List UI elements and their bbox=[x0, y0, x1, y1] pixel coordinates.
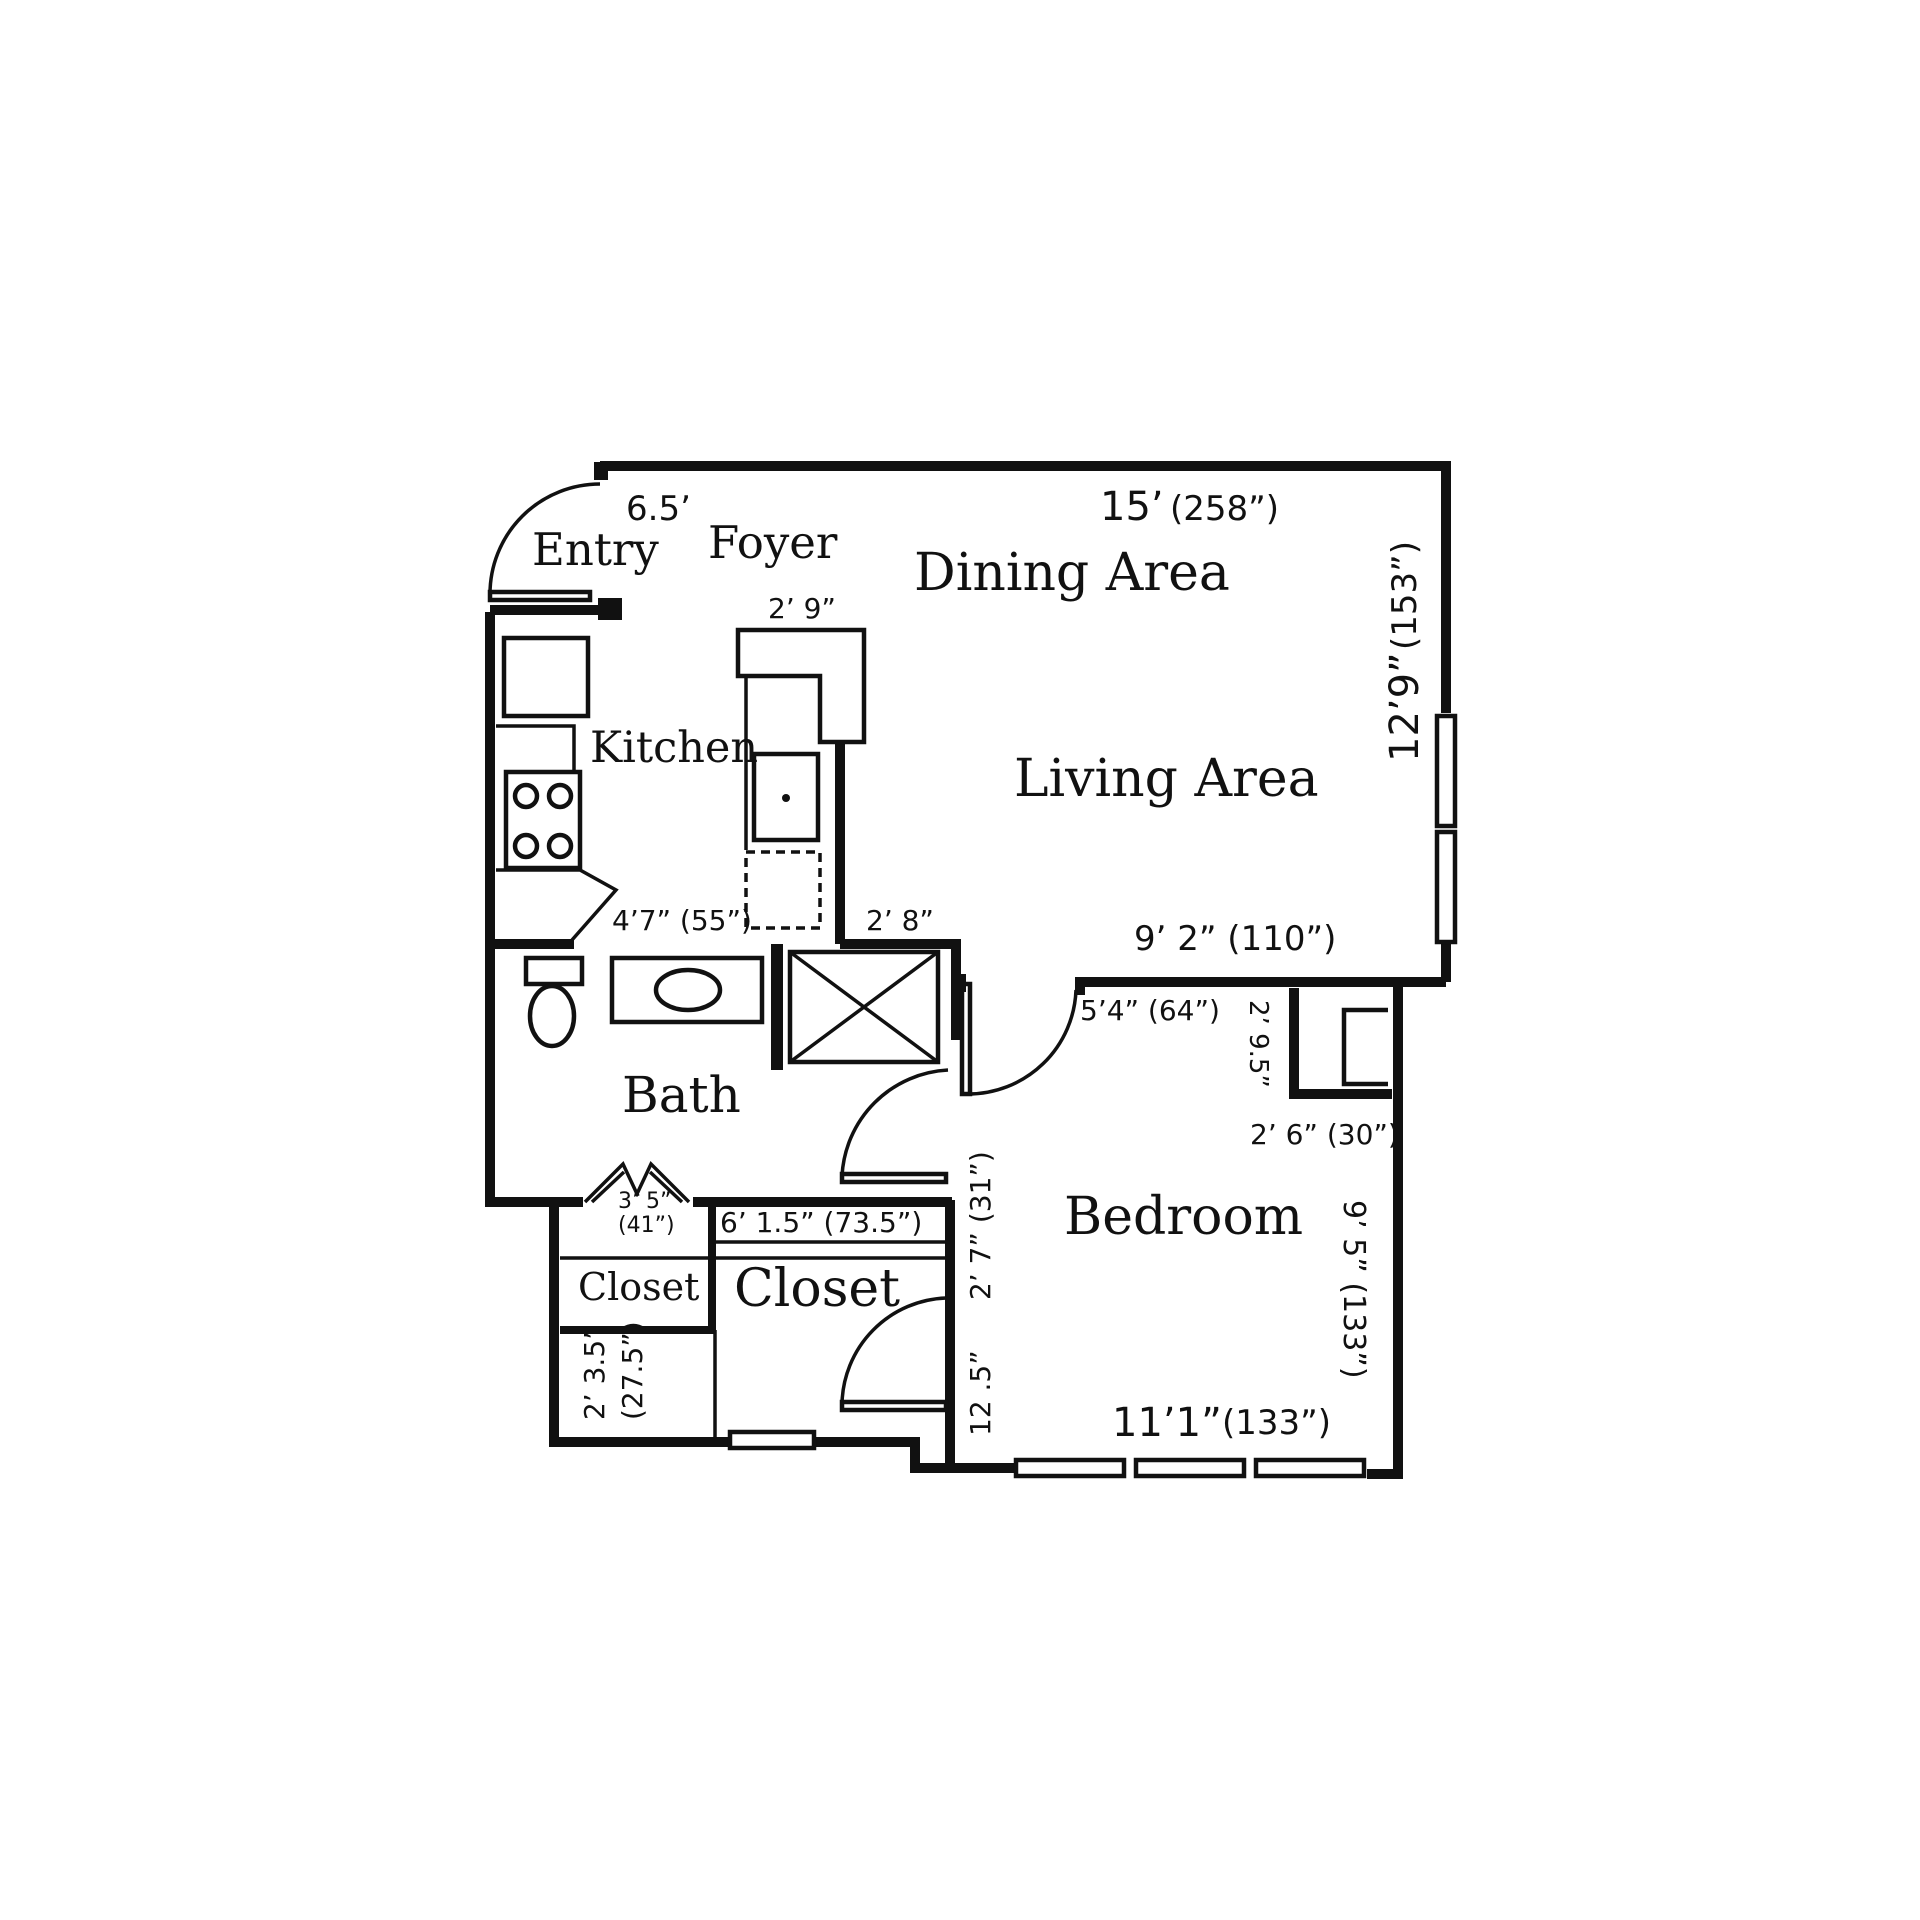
drain-icon bbox=[782, 794, 790, 802]
toilet-bowl bbox=[527, 983, 577, 1049]
kitchen-fixtures bbox=[496, 627, 867, 942]
window-bottom-1 bbox=[1013, 1457, 1127, 1479]
label-closet-small: Closet bbox=[578, 1265, 699, 1309]
counter-left bbox=[496, 724, 576, 770]
dim-storage-a: 2’ 3.5” bbox=[578, 1325, 611, 1420]
bedroom-door-leaf bbox=[959, 981, 973, 1097]
dim-bump-width: 2’ 6” (30”) bbox=[1250, 1118, 1399, 1151]
dim-overall-width-paren: (258”) bbox=[1170, 489, 1279, 529]
dim-bump-depth: 2’ 9.5” bbox=[1243, 1000, 1273, 1088]
small-closet-wall bbox=[560, 1202, 716, 1334]
label-closet-large: Closet bbox=[734, 1259, 900, 1319]
dim-hall-width: 2’ 8” bbox=[866, 904, 934, 937]
label-entry: Entry bbox=[532, 523, 659, 576]
label-living: Living Area bbox=[1014, 749, 1319, 809]
label-dining: Dining Area bbox=[914, 543, 1230, 603]
burner-icon bbox=[546, 782, 574, 810]
burner-icon bbox=[512, 782, 540, 810]
label-bedroom: Bedroom bbox=[1064, 1187, 1303, 1247]
closet-door-swing bbox=[840, 1296, 947, 1405]
vanity-sink bbox=[653, 967, 723, 1013]
entry-top-post bbox=[594, 462, 608, 480]
kitchen-bath-partition-2 bbox=[840, 939, 961, 1040]
dim-closet-depth: 2’ 7” (31”) bbox=[964, 1151, 997, 1300]
dim-living-wall: 9’ 2” (110”) bbox=[1134, 919, 1336, 959]
linen-bifold-right-2 bbox=[648, 1170, 684, 1204]
dim-counter-width: 2’ 9” bbox=[768, 592, 836, 625]
bedroom-alcove bbox=[1289, 988, 1392, 1099]
living-bottom-wall bbox=[1075, 977, 1446, 995]
dim-overall-depth-paren: (153”) bbox=[1385, 541, 1425, 650]
linen-bifold-right bbox=[634, 1160, 691, 1204]
hall-door-leaf bbox=[839, 1171, 949, 1185]
window-bottom-3 bbox=[1253, 1457, 1367, 1479]
dim-overall-width: 15’ bbox=[1100, 484, 1164, 530]
dim-entry-width: 6.5’ bbox=[626, 489, 691, 529]
window-closet bbox=[727, 1429, 817, 1451]
dim-bedroom-depth: 9’ 5” (133”) bbox=[1336, 1200, 1371, 1379]
dim-storage-b: (27.5”) bbox=[616, 1321, 649, 1420]
refrigerator bbox=[501, 635, 591, 719]
window-right-upper bbox=[1434, 713, 1458, 829]
top-wall bbox=[600, 461, 1451, 713]
linen-bifold-left-2 bbox=[590, 1170, 626, 1204]
burner-icon bbox=[512, 832, 540, 860]
burner-icon bbox=[546, 832, 574, 860]
closet-door-leaf bbox=[839, 1399, 949, 1413]
entry-door-leaf bbox=[487, 589, 593, 603]
entry-post bbox=[598, 598, 622, 620]
windows bbox=[727, 713, 1458, 1479]
dim-bedroom-width-paren: (133”) bbox=[1222, 1403, 1331, 1443]
dim-kitchen-width: 4’7” (55”) bbox=[612, 904, 752, 937]
label-bath: Bath bbox=[622, 1066, 741, 1124]
dishwasher bbox=[744, 850, 822, 930]
counter-angle bbox=[496, 868, 619, 942]
doors bbox=[487, 482, 1078, 1413]
dim-closet-width: 6’ 1.5” (73.5”) bbox=[720, 1206, 922, 1239]
dim-closet-jog: 12 .5” bbox=[964, 1350, 997, 1436]
linen-bifold-left bbox=[583, 1160, 640, 1204]
closet-left-wall bbox=[549, 1202, 1014, 1473]
window-right-lower bbox=[1434, 829, 1458, 945]
alcove-wall bbox=[1289, 988, 1392, 1099]
bedroom-right-wall bbox=[1367, 982, 1403, 1479]
dim-linen-b: (41”) bbox=[618, 1213, 675, 1238]
bath-fixtures bbox=[523, 949, 941, 1065]
shower-x bbox=[788, 950, 940, 1064]
hall-door-swing bbox=[840, 1068, 949, 1177]
window-bottom-2 bbox=[1133, 1457, 1247, 1479]
hvac-unit bbox=[1341, 1007, 1388, 1087]
dim-linen-a: 3’ 5” bbox=[618, 1189, 671, 1214]
dim-overall-depth: 12’9” bbox=[1382, 652, 1428, 762]
dimension-labels: 6.5’ 15’ (258”) 2’ 9” 4’7” (55”) 2’ 8” 9… bbox=[578, 484, 1428, 1446]
label-kitchen: Kitchen bbox=[590, 723, 758, 773]
toilet-tank bbox=[523, 955, 585, 987]
label-foyer: Foyer bbox=[708, 516, 838, 569]
dim-bedroom-width: 11’1” bbox=[1112, 1400, 1222, 1446]
room-labels: Entry Foyer Dining Area Kitchen Living A… bbox=[532, 516, 1319, 1319]
bedroom-door-post bbox=[952, 974, 966, 992]
dim-bedroom-door-wall: 5’4” (64”) bbox=[1080, 994, 1220, 1027]
peninsula-counter bbox=[735, 627, 867, 745]
bedroom-door-swing bbox=[967, 989, 1078, 1096]
walls bbox=[485, 461, 1451, 1479]
entry-door-swing bbox=[488, 482, 601, 595]
